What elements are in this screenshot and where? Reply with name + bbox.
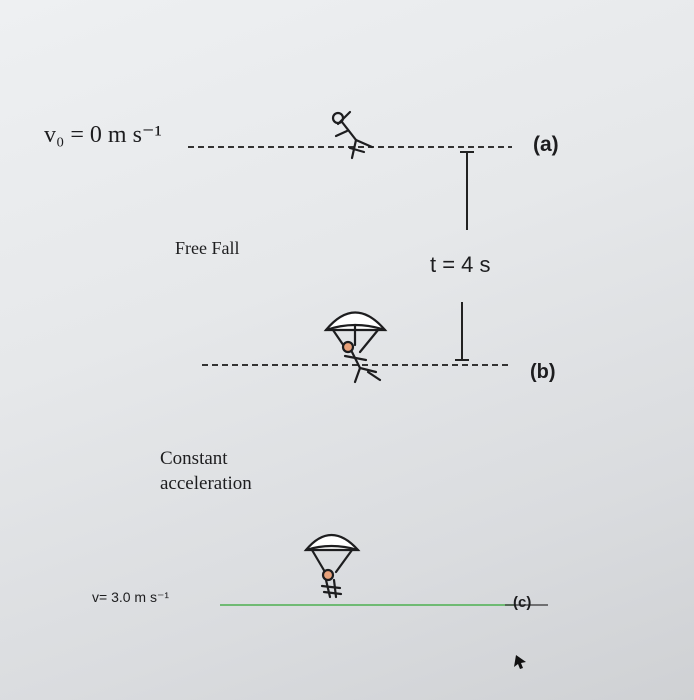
final-velocity-label: v= 3.0 m s⁻¹ xyxy=(92,589,170,605)
mouse-cursor-icon xyxy=(514,655,526,669)
acceleration-label: acceleration xyxy=(160,473,252,494)
position-a-label: (a) xyxy=(533,133,559,156)
position-b-label: (b) xyxy=(530,361,556,383)
skydiver-icon xyxy=(331,110,374,160)
time-interval-marker xyxy=(455,151,474,361)
position-c-label: (c) xyxy=(513,594,532,611)
initial-velocity-label: v₀ = 0 m s⁻¹ xyxy=(44,122,162,148)
parachutist-landing-icon xyxy=(303,534,361,599)
parachutist-icon xyxy=(323,311,388,384)
time-label: t = 4 s xyxy=(430,252,491,277)
constant-label: Constant xyxy=(160,448,228,469)
free-fall-label: Free Fall xyxy=(175,238,240,258)
